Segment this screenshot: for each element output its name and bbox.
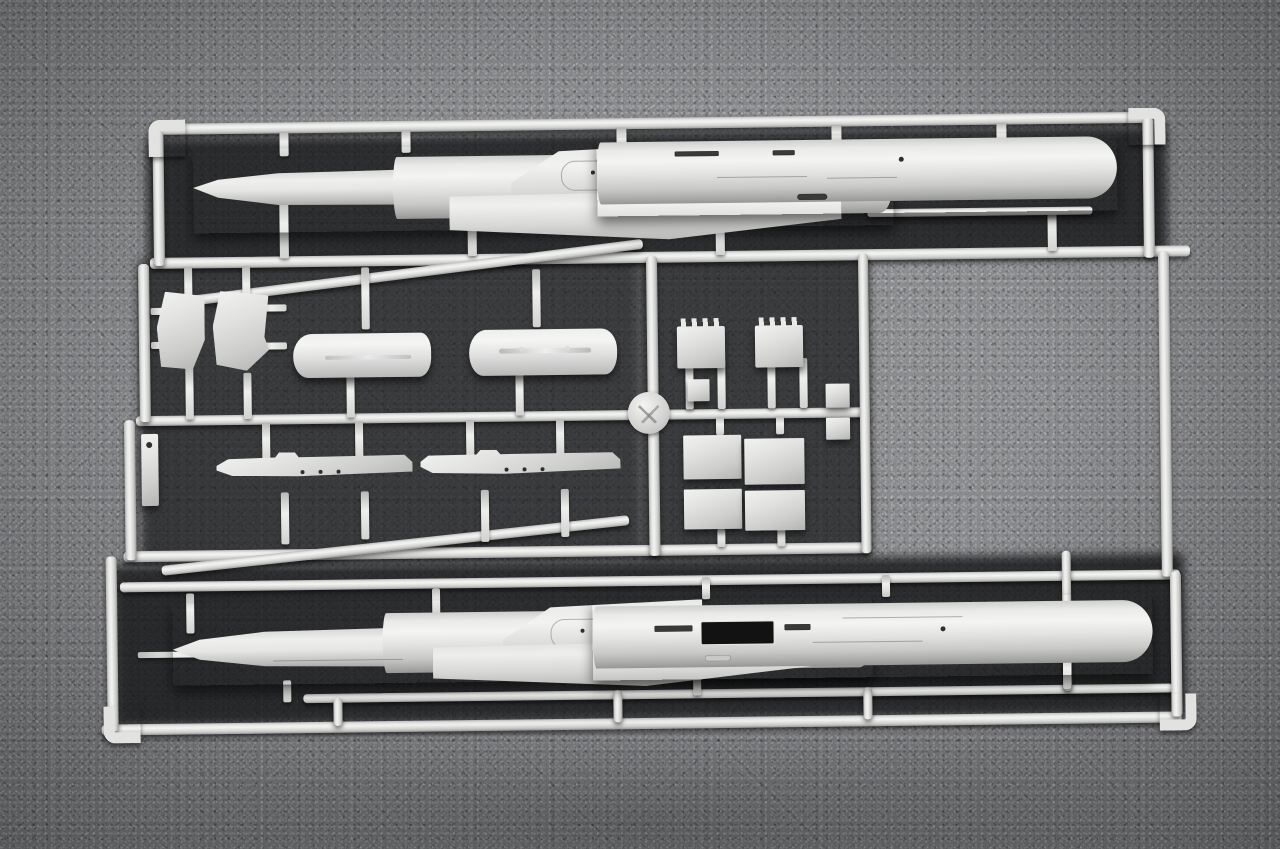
sprue-corner-top-left bbox=[148, 119, 186, 157]
sprue-gate bbox=[243, 372, 252, 419]
part-upper-fuselage-right bbox=[596, 132, 1118, 216]
panel-slot bbox=[704, 654, 731, 662]
panel-slot bbox=[674, 151, 719, 157]
part-small-tab-c bbox=[825, 417, 851, 440]
locating-hole bbox=[590, 170, 595, 175]
part-bay-door-a bbox=[683, 434, 742, 480]
sprue-rail-inner-v6 bbox=[863, 687, 873, 720]
sprue-gate bbox=[361, 267, 370, 330]
locating-hole bbox=[940, 626, 946, 632]
sprue-gate bbox=[346, 373, 355, 418]
sprue-gate bbox=[560, 488, 570, 537]
sprue-rail-left-lower bbox=[123, 420, 137, 561]
sprue-gate bbox=[280, 492, 290, 545]
avionics-box-b-pins bbox=[758, 317, 799, 327]
locating-hole bbox=[565, 345, 571, 351]
sprue-rail-inner-v4 bbox=[333, 697, 343, 726]
strip-detail-hole bbox=[522, 467, 527, 472]
sprue-gate bbox=[775, 416, 785, 435]
sprue-gate bbox=[532, 269, 541, 328]
sprue-gate bbox=[715, 416, 725, 436]
sprue-corner-top-right bbox=[1128, 107, 1166, 146]
sprue-gate bbox=[480, 489, 490, 542]
locating-hole bbox=[898, 156, 904, 162]
sprue-gate bbox=[1047, 208, 1057, 252]
strip-detail-hole bbox=[318, 469, 323, 474]
part-small-tab-b bbox=[825, 383, 850, 408]
avionics-box-a-pins bbox=[680, 318, 721, 328]
sprue-gate bbox=[360, 491, 370, 540]
upper-fuselage-rear-body bbox=[596, 136, 1118, 205]
sprue-gate bbox=[354, 421, 364, 460]
locating-hole bbox=[519, 346, 525, 352]
strip-detail-hole bbox=[540, 467, 545, 472]
part-bay-door-b bbox=[744, 437, 805, 485]
part-bay-door-c bbox=[683, 488, 743, 530]
sprue-gate bbox=[185, 367, 194, 420]
part-bay-door-d bbox=[744, 489, 806, 531]
strip-detail-hole bbox=[504, 467, 509, 472]
sprue-corner-bottom-left bbox=[103, 706, 141, 744]
sprue-gate bbox=[515, 373, 524, 416]
blade-locating-hole bbox=[146, 441, 153, 449]
sprue-rail-left-bottom bbox=[105, 556, 119, 732]
sprue-rail-right-mid bbox=[1157, 251, 1173, 577]
sprue-gate bbox=[777, 528, 786, 547]
strip-detail-hole bbox=[336, 469, 341, 474]
sprue-gate bbox=[261, 422, 271, 463]
strip-detail-hole bbox=[300, 470, 305, 475]
sprue-gate bbox=[465, 420, 475, 459]
sprue-rail-inner-v5 bbox=[613, 690, 623, 723]
sprue-rail-left-mid bbox=[138, 263, 151, 423]
panel-slot bbox=[654, 625, 693, 632]
sprue-gate bbox=[717, 528, 726, 548]
locating-hole bbox=[580, 628, 585, 633]
part-small-tab-a bbox=[687, 379, 710, 402]
lower-fuselage-rear-body bbox=[592, 599, 1153, 669]
panel-slot bbox=[784, 623, 811, 631]
part-lower-fuselage-rear bbox=[592, 594, 1153, 681]
sprue-gate bbox=[881, 574, 891, 598]
panel-slot bbox=[772, 150, 795, 156]
panel-slot bbox=[797, 193, 828, 201]
hatch-cutout bbox=[700, 620, 775, 646]
part-avionics-box-b bbox=[754, 325, 804, 368]
sprue-corner-bottom-right bbox=[1159, 693, 1197, 731]
sprue-gate bbox=[555, 418, 565, 456]
part-avionics-box-a bbox=[676, 325, 726, 369]
sprue-gate bbox=[701, 577, 711, 600]
